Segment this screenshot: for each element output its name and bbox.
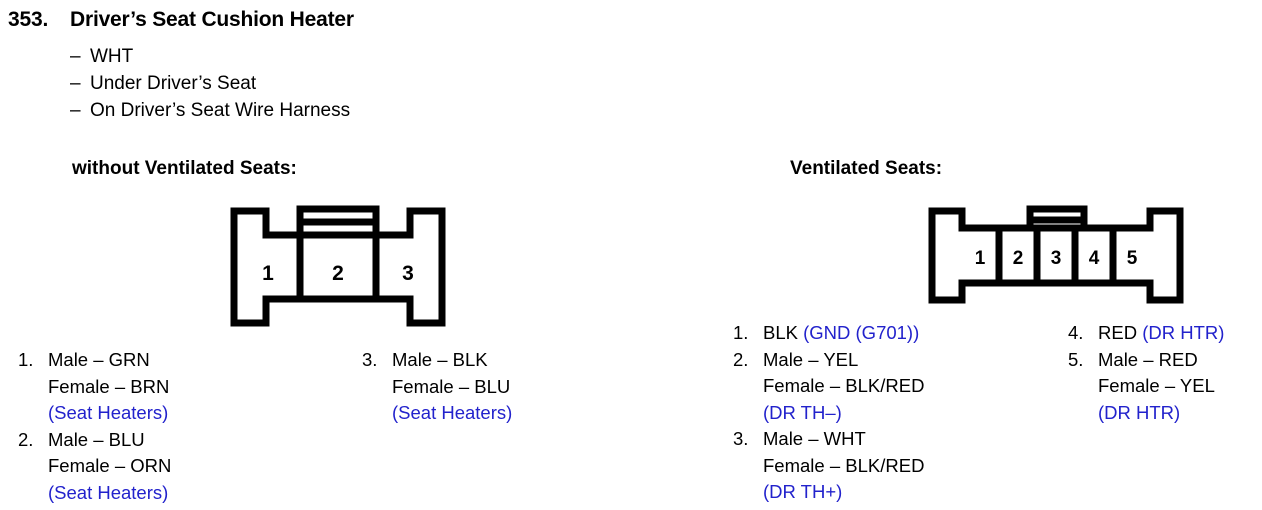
- list-item: 1. Male – GRN Female – BRN (Seat Heaters…: [18, 347, 171, 427]
- pin-label-1: 1: [262, 262, 274, 285]
- pin-list-right-column-2: 4. RED (DR HTR) 5. Male – RED Female – Y…: [1068, 320, 1224, 426]
- pin-number: 1.: [18, 349, 34, 370]
- pin-number: 2.: [733, 348, 749, 370]
- spec-item: –WHT: [70, 43, 350, 70]
- pin-circuit-note: (DR HTR): [1098, 401, 1181, 423]
- pin-circuit-note: (Seat Heaters): [48, 481, 169, 503]
- pin-label-2: 2: [332, 262, 344, 285]
- entry-number: 353.: [8, 8, 49, 31]
- pin-number: 1.: [733, 322, 749, 343]
- list-item: 2. Male – BLU Female – ORN (Seat Heaters…: [18, 427, 171, 507]
- pin-number: 3.: [733, 428, 749, 449]
- pin-line-female: Female – BLU: [392, 375, 511, 397]
- spec-item-label: On Driver’s Seat Wire Harness: [90, 100, 351, 121]
- pin-circuit-note: (DR HTR): [1142, 322, 1225, 343]
- connector-diagram-3-pin: 1 2 3: [230, 205, 446, 327]
- pin-detail: Male – WHT Female – BLK/RED (DR TH+): [763, 426, 924, 506]
- pin-detail: RED (DR HTR): [1098, 320, 1224, 347]
- pin-circuit-note: (GND (G701)): [803, 322, 920, 343]
- pin-label-3: 3: [402, 262, 414, 285]
- pin-number: 4.: [1068, 322, 1084, 343]
- pin-number: 2.: [18, 428, 34, 450]
- pin-line-male: Male – WHT: [763, 428, 866, 449]
- pin-number: 3.: [362, 349, 378, 370]
- list-item: 3. Male – WHT Female – BLK/RED (DR TH+): [733, 426, 924, 506]
- spec-item: –Under Driver’s Seat: [70, 70, 350, 97]
- pin-label-1: 1: [975, 248, 986, 269]
- pin-detail: BLK (GND (G701)): [763, 320, 919, 347]
- pin-number: 5.: [1068, 348, 1084, 370]
- pin-wire-color: BLK: [763, 322, 798, 343]
- pin-line-wire: BLK (GND (G701)): [763, 322, 919, 343]
- spec-item: –On Driver’s Seat Wire Harness: [70, 97, 350, 124]
- list-item: 3. Male – BLK Female – BLU (Seat Heaters…: [362, 347, 512, 427]
- pin-line-male: Male – RED: [1098, 348, 1198, 370]
- pin-label-2: 2: [1013, 248, 1024, 269]
- pin-wire-color: RED: [1098, 322, 1138, 343]
- section-heading-ventilated-seats: Ventilated Seats:: [790, 158, 943, 179]
- pin-line-male: Male – GRN: [48, 349, 150, 370]
- pin-circuit-note: (DR TH+): [763, 481, 843, 502]
- page-title: Driver’s Seat Cushion Heater: [70, 8, 354, 31]
- pin-label-4: 4: [1089, 248, 1100, 269]
- dash-bullet: –: [70, 100, 81, 121]
- pin-detail: Male – GRN Female – BRN (Seat Heaters): [48, 347, 169, 427]
- pin-circuit-note: (Seat Heaters): [48, 402, 169, 423]
- connector-diagram-5-pin: 1 2 3 4 5: [928, 205, 1184, 304]
- spec-item-label: Under Driver’s Seat: [90, 73, 257, 94]
- pin-line-wire: RED (DR HTR): [1098, 322, 1224, 343]
- pin-line-female: Female – BLK/RED: [763, 454, 925, 476]
- pin-circuit-note: (Seat Heaters): [392, 402, 513, 423]
- pin-list-left-column-2: 3. Male – BLK Female – BLU (Seat Heaters…: [362, 347, 512, 427]
- pin-line-female: Female – BLK/RED: [763, 375, 925, 396]
- pin-line-female: Female – YEL: [1098, 375, 1215, 396]
- list-item: 1. BLK (GND (G701)): [733, 320, 924, 347]
- pin-detail: Male – YEL Female – BLK/RED (DR TH–): [763, 347, 924, 427]
- list-item: 5. Male – RED Female – YEL (DR HTR): [1068, 347, 1224, 427]
- pin-list-right-column-1: 1. BLK (GND (G701)) 2. Male – YEL Female…: [733, 320, 924, 506]
- entry-header: 353. Driver’s Seat Cushion Heater: [8, 8, 354, 32]
- pin-line-female: Female – ORN: [48, 455, 172, 476]
- spec-item-label: WHT: [90, 46, 134, 67]
- pin-detail: Male – RED Female – YEL (DR HTR): [1098, 347, 1215, 427]
- section-heading-without-ventilated-seats: without Ventilated Seats:: [72, 158, 297, 179]
- pin-detail: Male – BLU Female – ORN (Seat Heaters): [48, 427, 171, 507]
- dash-bullet: –: [70, 73, 81, 94]
- pin-line-female: Female – BRN: [48, 375, 170, 397]
- list-item: 2. Male – YEL Female – BLK/RED (DR TH–): [733, 347, 924, 427]
- pin-label-5: 5: [1127, 248, 1138, 269]
- pin-line-male: Male – BLK: [392, 349, 488, 370]
- pin-circuit-note: (DR TH–): [763, 401, 842, 423]
- pin-label-3: 3: [1051, 248, 1062, 269]
- spec-list: –WHT –Under Driver’s Seat –On Driver’s S…: [70, 43, 350, 124]
- pin-detail: Male – BLK Female – BLU (Seat Heaters): [392, 347, 512, 427]
- pin-line-male: Male – BLU: [48, 428, 145, 450]
- dash-bullet: –: [70, 46, 81, 67]
- list-item: 4. RED (DR HTR): [1068, 320, 1224, 347]
- pin-line-male: Male – YEL: [763, 348, 859, 370]
- pin-list-left-column-1: 1. Male – GRN Female – BRN (Seat Heaters…: [18, 347, 171, 506]
